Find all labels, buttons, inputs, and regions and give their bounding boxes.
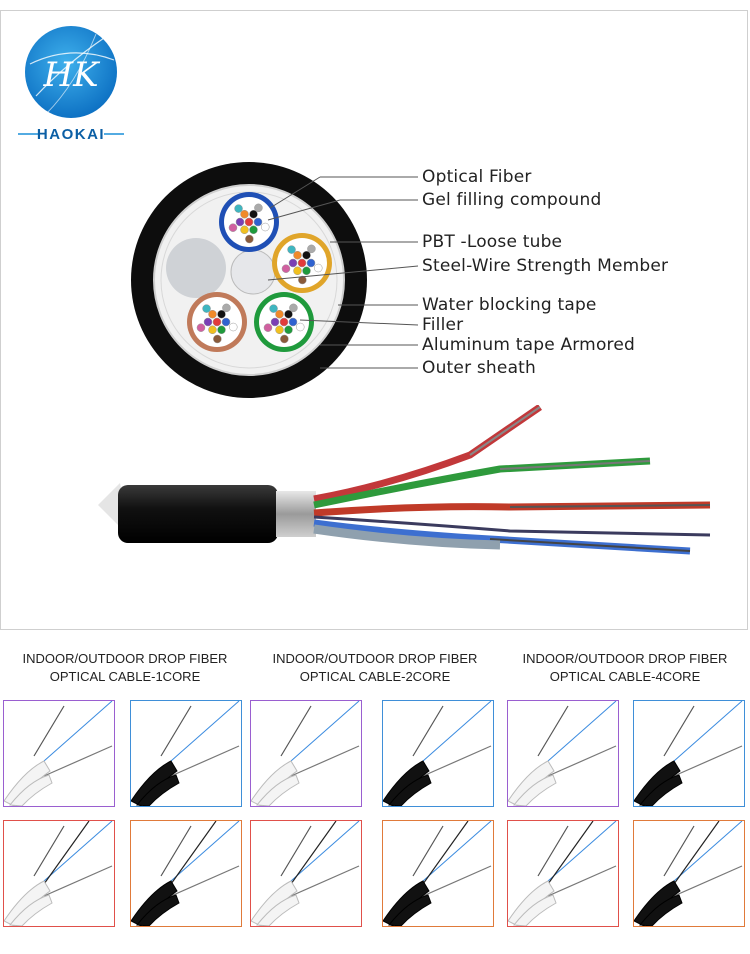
- fiber-core: [221, 317, 231, 327]
- fiber-core: [217, 325, 226, 335]
- logo-mark: HK HAOKAI: [18, 26, 124, 143]
- fiber-core: [275, 325, 284, 335]
- logo-monogram: HK: [42, 55, 101, 95]
- cable-thumbnail[interactable]: [507, 820, 619, 927]
- cable-thumbnail[interactable]: [130, 820, 242, 927]
- product-diagram-panel: [0, 10, 748, 630]
- cable-thumbnail[interactable]: [507, 700, 619, 807]
- fiber-core: [287, 245, 296, 254]
- legend-water-blocking: Water blocking tape: [422, 295, 597, 315]
- fiber-core: [302, 250, 311, 260]
- fiber-core: [213, 334, 222, 344]
- caption-line2: OPTICAL CABLE-2CORE: [299, 669, 451, 684]
- fiber-core: [279, 317, 289, 327]
- product-caption-4core: INDOOR/OUTDOOR DROP FIBER OPTICAL CABLE-…: [500, 650, 750, 686]
- fiber-core: [275, 309, 284, 319]
- fiber-core: [263, 323, 273, 332]
- fiber-core: [270, 317, 280, 327]
- cable-cross-section: [116, 160, 386, 415]
- fiber-core: [297, 258, 307, 268]
- fiber-core: [202, 304, 211, 313]
- fiber-core: [306, 258, 316, 268]
- fiber-core: [288, 317, 298, 327]
- logo-wordmark: HAOKAI: [37, 126, 105, 143]
- fiber-core: [208, 309, 217, 319]
- fiber-core: [196, 323, 206, 332]
- caption-line1: INDOOR/OUTDOOR DROP FIBER: [522, 651, 728, 666]
- cable-thumbnail-image: [4, 821, 113, 926]
- legend-strength-member: Steel-Wire Strength Member: [422, 256, 669, 276]
- cable-thumbnail-image: [131, 821, 240, 926]
- cable-thumbnail[interactable]: [250, 820, 362, 927]
- fiber-core: [313, 263, 323, 273]
- fiber-core: [295, 322, 305, 332]
- caption-line2: OPTICAL CABLE-4CORE: [549, 669, 701, 684]
- fiber-core: [249, 225, 258, 235]
- product-caption-1core: INDOOR/OUTDOOR DROP FIBER OPTICAL CABLE-…: [0, 650, 250, 686]
- fiber-core: [269, 304, 278, 313]
- fiber-core: [280, 334, 289, 344]
- cable-thumbnail-image: [251, 821, 360, 926]
- cable-thumbnail-image: [508, 821, 617, 926]
- fiber-core: [228, 223, 238, 232]
- fiber-core: [293, 250, 302, 260]
- cable-thumbnail-image: [383, 701, 492, 806]
- fiber-core: [228, 322, 238, 332]
- cable-thumbnail[interactable]: [633, 820, 745, 927]
- fiber-core: [289, 303, 298, 313]
- cross-section-legend: Optical Fiber Gel filling compound PBT -…: [0, 0, 750, 400]
- fiber-core: [235, 217, 245, 227]
- fiber-core: [284, 325, 293, 335]
- fiber-core: [293, 266, 302, 276]
- fiber-core: [234, 204, 243, 213]
- fiber-core: [244, 217, 254, 227]
- caption-line1: INDOOR/OUTDOOR DROP FIBER: [272, 651, 478, 666]
- fiber-core: [249, 209, 258, 219]
- caption-line1: INDOOR/OUTDOOR DROP FIBER: [22, 651, 228, 666]
- cable-thumbnail-image: [634, 701, 743, 806]
- cable-thumbnail-image: [634, 821, 743, 926]
- fiber-core: [284, 309, 293, 319]
- cable-thumbnail-image: [508, 701, 617, 806]
- stripped-cable-illustration: [90, 404, 720, 570]
- legend-aluminum-tape: Aluminum tape Armored: [422, 335, 636, 355]
- cable-thumbnail[interactable]: [3, 700, 115, 807]
- caption-line2: OPTICAL CABLE-1CORE: [49, 669, 201, 684]
- fiber-core: [253, 217, 263, 227]
- fiber-core: [288, 258, 298, 268]
- fiber-core: [222, 303, 231, 313]
- fiber-core: [254, 203, 263, 213]
- fiber-core: [302, 266, 311, 276]
- legend-pbt-tube: PBT -Loose tube: [422, 232, 563, 252]
- cable-thumbnail[interactable]: [250, 700, 362, 807]
- fiber-core: [307, 244, 316, 254]
- cable-thumbnail[interactable]: [382, 700, 494, 807]
- cable-thumbnail-image: [383, 821, 492, 926]
- fiber-core: [212, 317, 222, 327]
- fiber-core: [281, 264, 291, 273]
- legend-outer-sheath: Outer sheath: [422, 358, 537, 378]
- legend-filler: Filler: [422, 315, 464, 335]
- product-caption-2core: INDOOR/OUTDOOR DROP FIBER OPTICAL CABLE-…: [250, 650, 500, 686]
- cable-thumbnail[interactable]: [382, 820, 494, 927]
- fiber-core: [298, 275, 307, 285]
- haokai-logo: HK HAOKAI: [16, 24, 126, 144]
- fiber-core: [203, 317, 213, 327]
- cable-thumbnail[interactable]: [3, 820, 115, 927]
- legend-gel-filling: Gel filling compound: [422, 190, 602, 210]
- cable-thumbnail[interactable]: [633, 700, 745, 807]
- fiber-core: [240, 209, 249, 219]
- fiber-core: [240, 225, 249, 235]
- cable-thumbnail-image: [131, 701, 240, 806]
- fiber-core: [245, 234, 254, 244]
- cable-thumbnail-image: [4, 701, 113, 806]
- legend-leader-lines: [267, 176, 419, 369]
- legend-optical-fiber: Optical Fiber: [422, 167, 532, 187]
- cable-thumbnail-image: [251, 701, 360, 806]
- fiber-core: [208, 325, 217, 335]
- fiber-core: [217, 309, 226, 319]
- cable-thumbnail[interactable]: [130, 700, 242, 807]
- fiber-core: [260, 222, 270, 232]
